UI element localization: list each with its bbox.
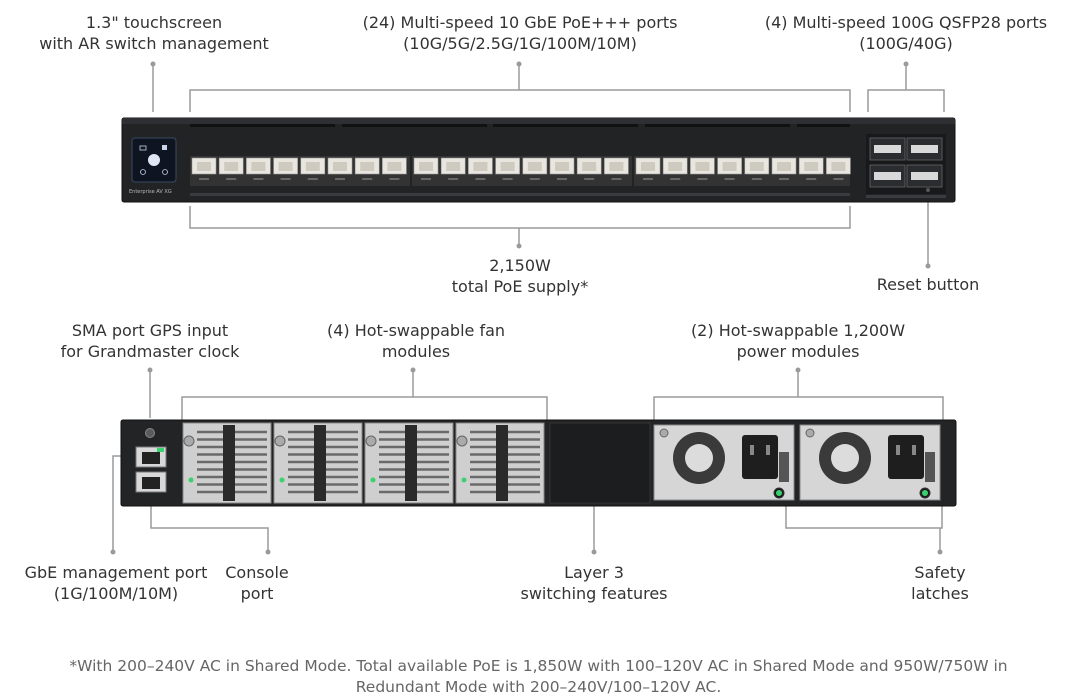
- bracket-power: [653, 396, 944, 420]
- rj45-port[interactable]: [771, 157, 797, 180]
- rj45-port[interactable]: [604, 157, 629, 180]
- rj45-port[interactable]: [495, 157, 520, 180]
- rj45-port[interactable]: [635, 157, 661, 180]
- bracket-fans: [181, 396, 548, 420]
- bracket-rj45-bottom: [189, 206, 851, 229]
- leader-console: [150, 506, 269, 552]
- blank-cover: [549, 422, 651, 504]
- qsfp-port-array: [866, 134, 946, 194]
- rj45-port[interactable]: [218, 157, 244, 180]
- qsfp-port[interactable]: [869, 137, 906, 161]
- rj45-port[interactable]: [327, 157, 353, 180]
- rj45-port[interactable]: [273, 157, 298, 180]
- safety-latch[interactable]: [919, 487, 931, 499]
- rj45-port[interactable]: [798, 157, 824, 180]
- label-sma-gps: SMA port GPS input for Grandmaster clock: [60, 321, 240, 361]
- label-power-modules: (2) Hot-swappable 1,200W power modules: [690, 321, 906, 361]
- rear-chassis: [120, 419, 957, 507]
- fan-module[interactable]: [455, 422, 545, 504]
- model-text: Enterprise AV XG: [129, 189, 172, 195]
- rj45-port[interactable]: [662, 157, 688, 180]
- label-rj45-ports: (24) Multi-speed 10 GbE PoE+++ ports (10…: [362, 13, 678, 53]
- switch-diagram: Enterprise AV XG: [110, 61, 957, 555]
- rj45-port-array: [191, 157, 851, 180]
- rj45-port[interactable]: [744, 157, 770, 180]
- power-module[interactable]: [653, 424, 795, 501]
- qsfp-port[interactable]: [906, 137, 943, 161]
- fan-modules: [182, 422, 545, 504]
- fan-module[interactable]: [364, 422, 454, 504]
- label-qsfp-ports: (4) Multi-speed 100G QSFP28 ports (100G/…: [764, 13, 1048, 53]
- label-poe-supply: 2,150W total PoE supply*: [451, 256, 589, 296]
- fan-module[interactable]: [182, 422, 272, 504]
- label-layer3: Layer 3 switching features: [520, 563, 668, 603]
- power-module[interactable]: [799, 424, 941, 501]
- safety-latch[interactable]: [773, 487, 785, 499]
- label-fan-modules: (4) Hot-swappable fan modules: [326, 321, 506, 361]
- leader-dots: [110, 61, 943, 555]
- console-port[interactable]: [135, 471, 167, 493]
- rj45-port[interactable]: [440, 157, 466, 180]
- qsfp-port[interactable]: [869, 164, 906, 188]
- rj45-port[interactable]: [522, 157, 548, 180]
- label-console-port: Console port: [225, 563, 289, 603]
- rj45-port[interactable]: [191, 157, 217, 180]
- bracket-qsfp: [867, 89, 945, 112]
- rj45-port[interactable]: [354, 157, 380, 180]
- power-modules: [653, 424, 941, 501]
- label-touchscreen: 1.3" touchscreen with AR switch manageme…: [39, 13, 269, 53]
- rj45-port[interactable]: [382, 157, 407, 180]
- label-mgmt-port: GbE management port (1G/100M/10M): [24, 563, 208, 603]
- bracket-latches: [785, 506, 943, 529]
- rj45-port[interactable]: [300, 157, 326, 180]
- rj45-port[interactable]: [549, 157, 575, 180]
- rj45-port[interactable]: [826, 157, 851, 180]
- sma-gps-port[interactable]: [145, 428, 155, 438]
- label-safety-latches: Safety latches: [911, 563, 969, 603]
- reset-button[interactable]: [926, 188, 930, 192]
- footnote: *With 200–240V AC in Shared Mode. Total …: [69, 657, 1008, 696]
- fan-module[interactable]: [273, 422, 363, 504]
- rj45-port[interactable]: [690, 157, 715, 180]
- front-chassis: Enterprise AV XG: [121, 117, 956, 203]
- leader-lines: [112, 64, 945, 552]
- rj45-port[interactable]: [246, 157, 271, 180]
- label-reset-button: Reset button: [876, 275, 980, 294]
- rj45-port[interactable]: [717, 157, 742, 180]
- rj45-port[interactable]: [576, 157, 602, 180]
- mgmt-port[interactable]: [135, 446, 167, 468]
- bracket-rj45-top: [189, 89, 851, 112]
- rj45-port[interactable]: [468, 157, 493, 180]
- touchscreen-display[interactable]: [131, 137, 177, 183]
- rj45-port[interactable]: [413, 157, 439, 180]
- qsfp-port[interactable]: [906, 164, 943, 188]
